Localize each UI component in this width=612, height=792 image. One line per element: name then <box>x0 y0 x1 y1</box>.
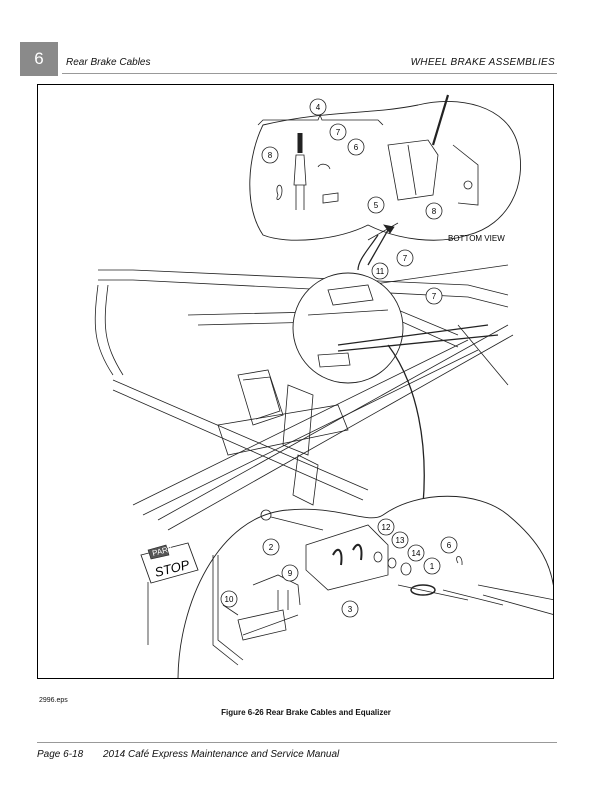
brake-cable-illustration: PARK STOP BOTTOM VIEW 4 7 6 8 5 8 7 11 7… <box>94 94 553 678</box>
figure-caption: Figure 6-26 Rear Brake Cables and Equali… <box>221 708 391 717</box>
svg-text:7: 7 <box>403 254 408 263</box>
header-divider <box>62 73 557 74</box>
callout-7b: 7 <box>396 249 414 267</box>
callout-6a: 6 <box>347 138 365 156</box>
section-title: Rear Brake Cables <box>66 57 151 68</box>
svg-text:4: 4 <box>316 103 321 112</box>
svg-text:8: 8 <box>432 207 437 216</box>
callout-7c: 7 <box>425 287 443 305</box>
svg-text:7: 7 <box>336 128 341 137</box>
footer-divider <box>37 742 557 743</box>
svg-text:10: 10 <box>225 595 234 604</box>
callout-7a: 7 <box>329 123 347 141</box>
chapter-tab: 6 <box>20 42 58 76</box>
svg-text:11: 11 <box>376 267 385 276</box>
page-number: Page 6-18 <box>37 749 84 760</box>
svg-text:6: 6 <box>447 541 452 550</box>
svg-text:3: 3 <box>348 605 353 614</box>
svg-text:9: 9 <box>288 569 293 578</box>
callout-11: 11 <box>371 262 389 280</box>
callout-6b: 6 <box>440 536 458 554</box>
figure-frame: PARK STOP BOTTOM VIEW 4 7 6 8 5 8 7 11 7… <box>37 84 554 679</box>
callout-5: 5 <box>367 196 385 214</box>
svg-text:2: 2 <box>269 543 274 552</box>
callout-9: 9 <box>281 564 299 582</box>
manual-title: 2014 Café Express Maintenance and Servic… <box>103 749 340 760</box>
callout-12: 12 <box>377 518 395 536</box>
svg-text:13: 13 <box>396 536 405 545</box>
callout-14: 14 <box>407 544 425 562</box>
svg-text:7: 7 <box>432 292 437 301</box>
svg-text:5: 5 <box>374 201 379 210</box>
svg-text:8: 8 <box>268 151 273 160</box>
callout-8b: 8 <box>425 202 443 220</box>
figure-file-name: 2996.eps <box>39 697 68 704</box>
chapter-number: 6 <box>34 49 44 68</box>
stop-sign: PARK STOP <box>140 542 199 645</box>
callouts: 4 7 6 8 5 8 7 11 7 12 13 14 6 2 1 9 10 3 <box>220 98 458 618</box>
callout-4: 4 <box>309 98 327 116</box>
svg-text:12: 12 <box>382 523 391 532</box>
callout-3: 3 <box>341 600 359 618</box>
chapter-title: WHEEL BRAKE ASSEMBLIES <box>410 57 555 68</box>
callout-1: 1 <box>423 557 441 575</box>
svg-text:14: 14 <box>412 549 421 558</box>
svg-text:6: 6 <box>354 143 359 152</box>
callout-8a: 8 <box>261 146 279 164</box>
callout-2: 2 <box>262 538 280 556</box>
callout-10: 10 <box>220 590 238 608</box>
bottom-view-label: BOTTOM VIEW <box>448 234 505 243</box>
callout-13: 13 <box>391 531 409 549</box>
svg-text:1: 1 <box>430 562 435 571</box>
